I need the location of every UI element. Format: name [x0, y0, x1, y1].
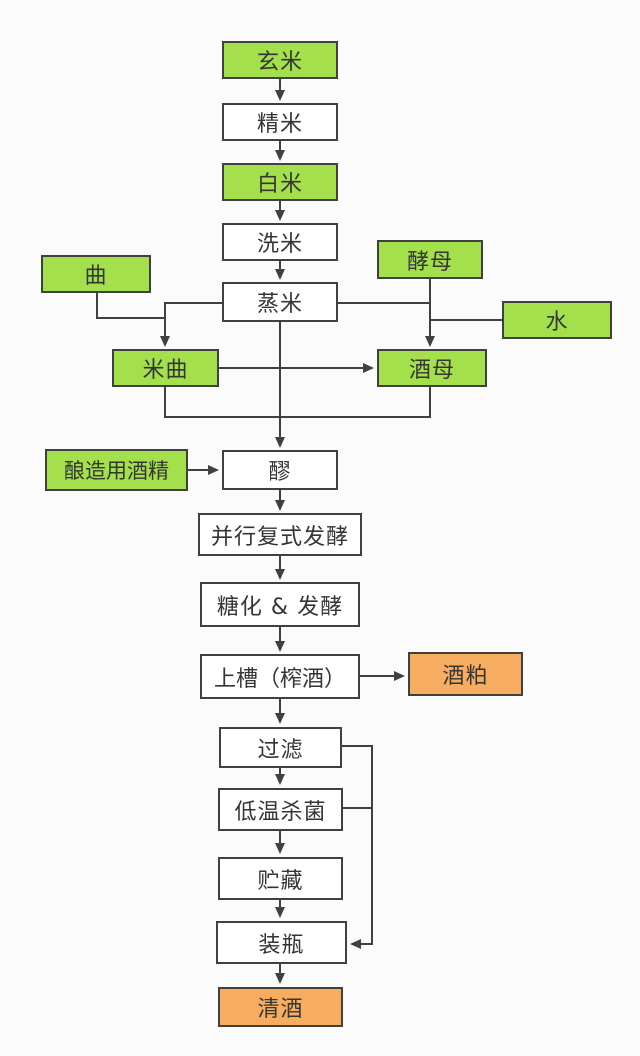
node-pressing: 上槽（榨酒）	[200, 654, 360, 699]
node-white-rice: 白米	[222, 163, 338, 201]
node-filtration: 过滤	[219, 727, 342, 768]
node-saccharification-fermentation: 糖化 & 发酵	[200, 582, 360, 627]
node-brewing-alcohol: 酿造用酒精	[45, 449, 188, 491]
node-brown-rice: 玄米	[222, 41, 338, 79]
edge-bypass-to-bottling	[342, 745, 373, 949]
node-rice-polishing: 精米	[222, 103, 338, 141]
edge-steaming-ricekoji	[160, 302, 222, 347]
node-rice-washing: 洗米	[222, 223, 338, 261]
node-bottling: 装瓶	[216, 921, 347, 964]
node-rice-steaming: 蒸米	[222, 282, 338, 322]
edge-merge-to-moromi	[164, 387, 431, 418]
node-pasteurization: 低温杀菌	[218, 788, 343, 831]
node-yeast: 酵母	[377, 240, 483, 279]
node-sake-lees: 酒粕	[408, 652, 523, 696]
node-koji: 曲	[41, 255, 151, 293]
node-moromi: 醪	[222, 450, 338, 490]
edge-koji-ricekoji	[96, 293, 165, 319]
node-water: 水	[502, 301, 612, 339]
node-shubo: 酒母	[377, 349, 487, 387]
node-rice-koji: 米曲	[112, 349, 219, 387]
node-storage: 贮藏	[218, 857, 343, 900]
node-parallel-fermentation: 并行复式发酵	[198, 513, 362, 556]
node-sake: 清酒	[218, 987, 343, 1027]
